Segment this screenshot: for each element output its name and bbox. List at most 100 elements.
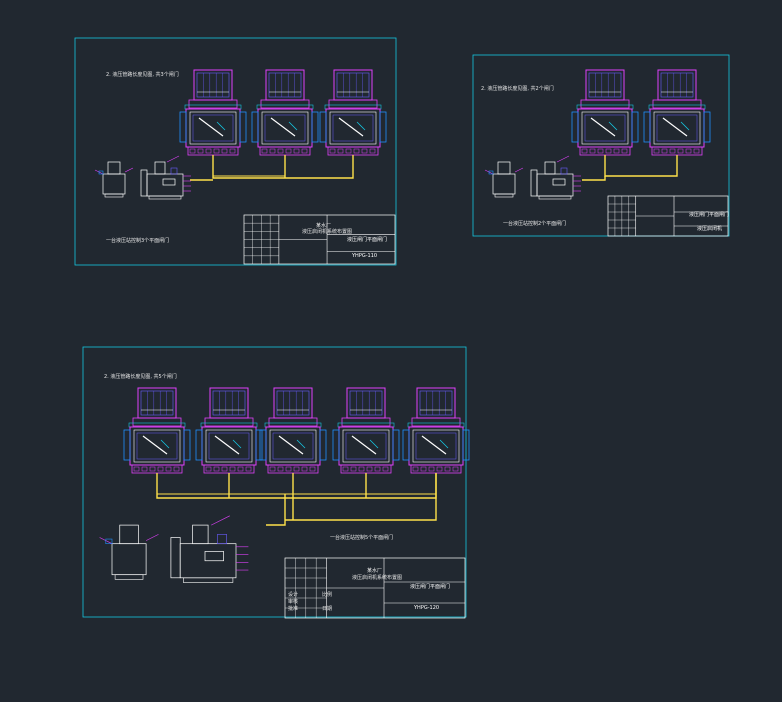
station-side-leader-right [124, 167, 134, 173]
gate-mid-band [132, 417, 182, 427]
gate-cylinder-link [160, 439, 170, 449]
sheet1-note: 2. 液压管路长度见图, 共3个闸门 [106, 72, 179, 78]
gate-top-frame [273, 387, 313, 419]
gate-bottom-slot [301, 148, 308, 154]
station-front-valve-block [217, 534, 227, 545]
station-side-tank [102, 173, 126, 195]
gate-bottom-slot [237, 466, 244, 472]
gate-bottom-slot [361, 148, 368, 154]
sheet-1-border [74, 37, 397, 266]
sheet3-title-drawing: 液压闸门平面闸门 [410, 584, 451, 590]
gate-side-left [195, 429, 203, 461]
gate-top-inner [276, 390, 310, 416]
sheet3-table-label-review: 审核 [288, 599, 299, 605]
station-front-top-leader [556, 155, 570, 163]
sheet2-title-stamp: 液压启闭机 [697, 226, 723, 232]
station-front-filter [530, 169, 538, 197]
gate-cylinder-link [296, 439, 306, 449]
gate-cylinder-rod [338, 117, 364, 137]
gate-bottom-slot [420, 466, 427, 472]
sheet-2-pipe-main [604, 155, 678, 177]
station-side-base [494, 193, 514, 198]
gate-cylinder-link [232, 439, 242, 449]
sheet1-drawing-no: YHPG-110 [352, 253, 378, 259]
sheet-2-title-block [607, 195, 729, 237]
station-front-valve-block [170, 167, 178, 175]
station-front-top-leader [166, 155, 180, 163]
sheet-1-pipe-inner [212, 155, 286, 177]
station-side-motor [107, 161, 121, 175]
gate-cylinder-rod [214, 435, 240, 455]
gate-body-core [415, 432, 457, 460]
gate-top-frame [346, 387, 386, 419]
gate-side-left [259, 429, 267, 461]
gate-top-frame [657, 69, 697, 101]
gate-body-inner [581, 111, 629, 145]
sheet3-table-label-scale: 比例 [322, 592, 333, 598]
gate-cylinder-rod [278, 435, 304, 455]
gate-bottom-slot [342, 466, 349, 472]
gate-side-left [251, 111, 259, 143]
gate-body-inner [653, 111, 701, 145]
station-side-leader-right [514, 167, 524, 173]
gate-bottom-slot [197, 148, 204, 154]
gate-body-core [208, 432, 250, 460]
gate-side-right [239, 111, 247, 143]
station-side-leader-right [145, 534, 159, 541]
gate-bottom-slot [661, 148, 668, 154]
station-front-filter [170, 537, 181, 579]
gate-bottom-slot [337, 148, 344, 154]
gate-bottom-slot [605, 148, 612, 154]
sheet2-caption: 一台液压站控制2个平面闸门 [503, 221, 567, 227]
gate-bottom-frame [267, 464, 319, 474]
gate-body-core [345, 432, 387, 460]
gate-bottom-slot [581, 148, 588, 154]
gate-cylinder-link [216, 121, 226, 131]
gate-bottom-slot [221, 148, 228, 154]
gate-bottom-slot [653, 148, 660, 154]
gate-bottom-frame [327, 146, 379, 156]
gate-beam [184, 104, 242, 110]
gate-bottom-frame [203, 464, 255, 474]
gate-bottom-slot [157, 466, 164, 472]
gate-bottom-slot [229, 466, 236, 472]
gate-side-left [643, 111, 651, 143]
station-front-top-leader [211, 515, 230, 526]
sheet1-title-drawing: 液压闸门平面闸门 [347, 237, 388, 243]
gate-cylinder-link [439, 439, 449, 449]
gate-bottom-slot [412, 466, 419, 472]
sheet3-drawing-no: YHPG-120 [414, 605, 440, 611]
sheet-3-title-block [284, 557, 466, 619]
gate-beam [576, 104, 634, 110]
station-front-motor [544, 161, 556, 175]
sheet3-note: 2. 液压管路长度见图, 共5个闸门 [104, 374, 177, 380]
gate-bottom-slot [301, 466, 308, 472]
gate-bottom-frame [651, 146, 703, 156]
hydraulic-station-1 [94, 155, 191, 200]
gate-bottom-slot [277, 148, 284, 154]
gate-side-left [402, 429, 410, 461]
gate-top-frame [209, 387, 249, 419]
gate-bottom-slot [189, 148, 196, 154]
station-front-filter [140, 169, 148, 197]
sheet2-title-drawing: 液压闸门平面闸门 [689, 212, 730, 218]
gate-cylinder-link [369, 439, 379, 449]
station-side-valve [105, 538, 113, 544]
gate-body-inner [342, 429, 390, 463]
gate-bottom-slot [685, 148, 692, 154]
gate-top-inner [349, 390, 383, 416]
station-side-motor [119, 524, 139, 545]
gate-mid-band [411, 417, 461, 427]
gate-beam [324, 104, 382, 110]
gate-bottom-slot [205, 148, 212, 154]
gate-bottom-slot [309, 466, 316, 472]
gate-mid-band [328, 99, 378, 109]
gate-side-right [311, 111, 319, 143]
gate-bottom-slot [221, 466, 228, 472]
sheet2-note: 2. 液压管路长度见图, 共2个闸门 [481, 86, 554, 92]
gate-body-core [584, 114, 626, 142]
gate-top-inner [268, 72, 302, 98]
sheet-3-border [82, 346, 467, 618]
gate-bottom-frame [131, 464, 183, 474]
station-front-base [148, 195, 182, 200]
